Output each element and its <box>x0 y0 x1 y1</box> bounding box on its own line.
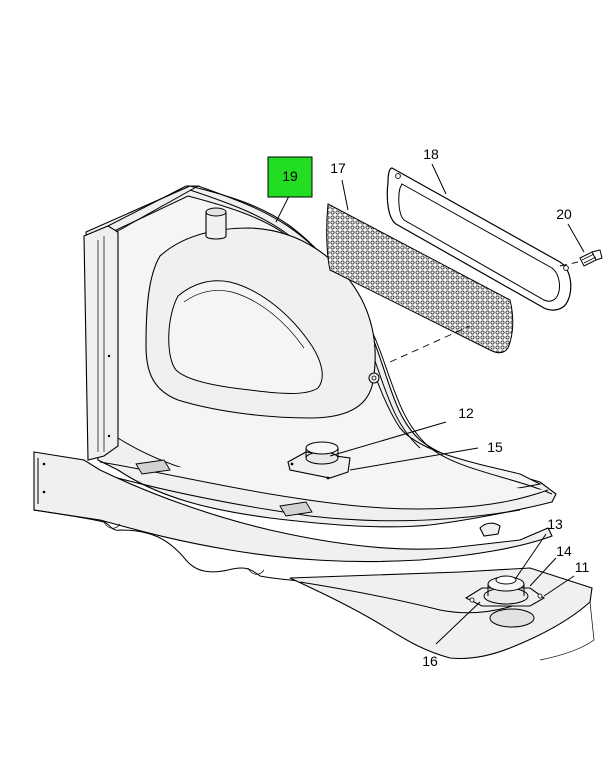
screw-fastener <box>579 249 603 267</box>
floor-ledge <box>99 459 549 537</box>
callout-16[interactable]: 16 <box>422 653 438 669</box>
grille-frame <box>386 167 572 311</box>
rear-floor-pan <box>289 567 595 661</box>
assembly-line-screw <box>559 261 579 267</box>
speaker-grille-mesh <box>326 203 514 354</box>
callout-15[interactable]: 15 <box>487 439 503 455</box>
callout-19-highlight[interactable] <box>267 156 313 198</box>
leader-lines <box>275 163 585 645</box>
callout-18[interactable]: 18 <box>423 146 439 162</box>
callout-11[interactable]: 11 <box>575 559 590 575</box>
upper-speaker-assembly <box>287 441 351 480</box>
callout-17[interactable]: 17 <box>330 160 346 176</box>
callout-19[interactable]: 19 <box>282 168 298 184</box>
callout-20[interactable]: 20 <box>556 206 572 222</box>
callout-14[interactable]: 14 <box>556 543 572 559</box>
callout-13[interactable]: 13 <box>547 516 563 532</box>
callout-12[interactable]: 12 <box>458 405 474 421</box>
wheel-house-cover <box>145 207 380 419</box>
assembly-line <box>389 325 471 363</box>
